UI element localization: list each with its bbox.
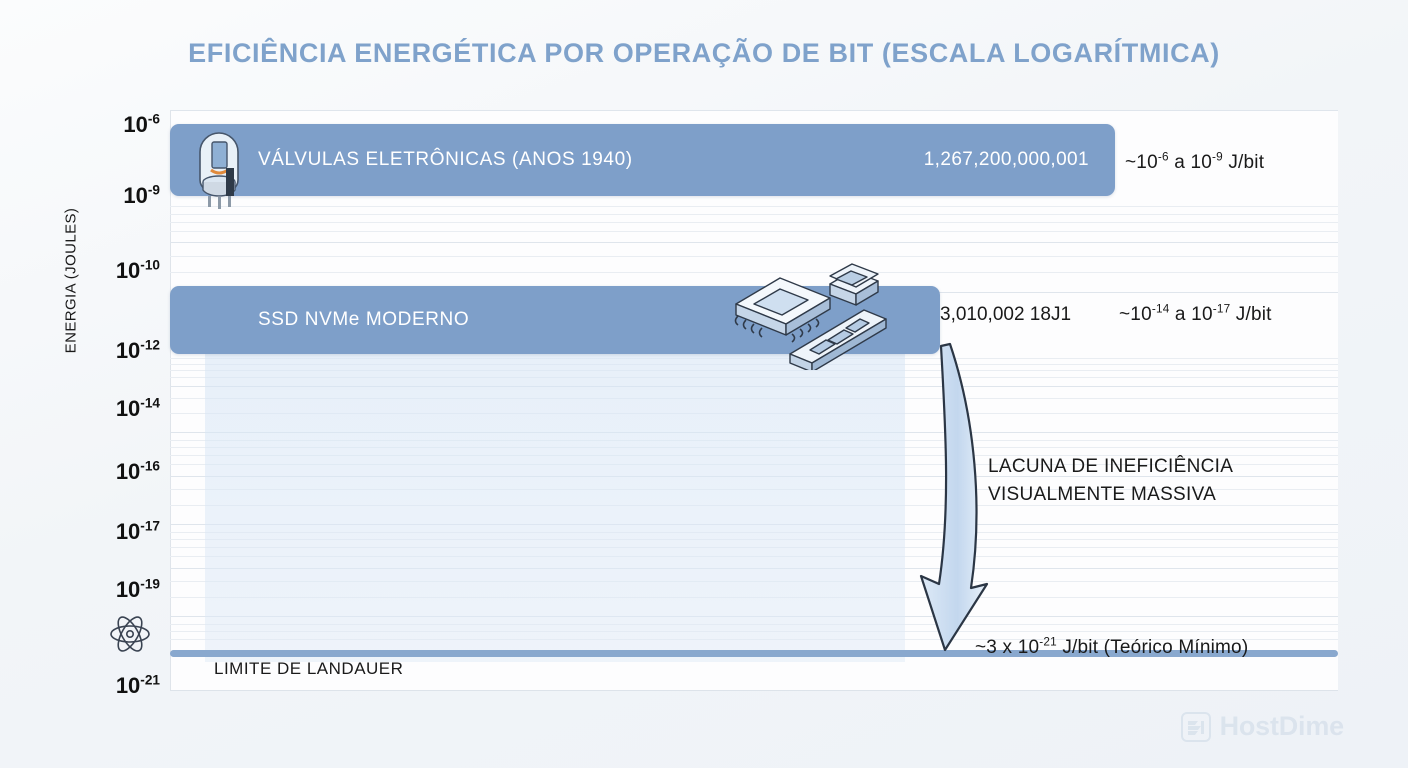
ssd-range-note: ~10-14 a 10-17 J/bit [1119,302,1272,326]
y-tick-3: 10-10 [115,257,160,283]
valves-note-exp1: -6 [1157,150,1169,164]
y-tick-7: 10-17 [115,518,160,544]
curved-down-arrow-icon [919,342,989,652]
valves-note-suffix: J/bit [1222,152,1265,173]
y-tick-1-exp: -6 [147,111,160,127]
y-tick-2-exp: -9 [147,182,160,198]
y-tick-3-exp: -10 [140,257,160,273]
y-tick-8-exp: -19 [140,576,160,592]
landauer-value-note: ~3 x 10-21 J/bit (Teórico Mínimo) [975,635,1249,659]
bar-valvulas-value: 1,267,200,000,001 [923,149,1089,170]
gap-annotation: LACUNA DE INEFICIÊNCIA VISUALMENTE MASSI… [988,453,1233,509]
valves-note-mid: a 10 [1168,152,1212,173]
landauer-limit-line [170,650,1338,657]
valves-range-note: ~10-6 a 10-9 J/bit [1125,150,1265,174]
gap-annotation-line2: VISUALMENTE MASSIVA [988,484,1217,505]
y-tick-6-exp: -16 [140,458,160,474]
y-tick-7-exp: -17 [140,518,160,534]
chart-baseline [170,690,1338,691]
valves-note-prefix: ~10 [1125,152,1158,173]
ssd-note-exp1: -14 [1151,302,1170,316]
atom-icon [110,616,150,652]
bar-ssd-value: 3,010,002 18J1 [940,304,1072,325]
landauer-note-suffix: J/bit (Teórico Mínimo) [1056,637,1249,658]
y-tick-9-exp: -21 [140,672,160,688]
landauer-limit-label: LIMITE DE LANDAUER [214,659,404,678]
y-tick-9: 10-21 [115,672,160,698]
bar-ssd-label: SSD NVMe MODERNO [258,309,470,330]
ssd-note-prefix: ~10 [1119,304,1152,325]
inefficiency-gap-shade [205,354,905,662]
landauer-note-prefix: ~3 x 10 [975,637,1040,658]
y-tick-8: 10-19 [115,576,160,602]
ssd-note-mid: a 10 [1169,304,1213,325]
page-title: EFICIÊNCIA ENERGÉTICA POR OPERAÇÃO DE BI… [188,38,1220,68]
gap-annotation-line1: LACUNA DE INEFICIÊNCIA [988,456,1234,477]
y-tick-4: 10-12 [115,337,160,363]
landauer-note-exp: -21 [1039,635,1057,649]
bar-valvulas-label: VÁLVULAS ELETRÔNICAS (ANOS 1940) [258,149,633,170]
y-tick-5-exp: -14 [140,395,160,411]
footer-logo-text: HostDime [1219,711,1345,741]
y-tick-4-exp: -12 [140,337,160,353]
hostdime-logo-icon [1180,711,1211,742]
chart-plot-area: VÁLVULAS ELETRÔNICAS (ANOS 1940) 1,267,2… [170,110,1338,690]
bar-valvulas-eletronicas[interactable]: VÁLVULAS ELETRÔNICAS (ANOS 1940) 1,267,2… [170,124,1115,196]
y-tick-1: 10-6 [123,111,160,137]
y-tick-6: 10-16 [115,458,160,484]
ssd-chip-icon [734,263,887,370]
valves-note-exp2: -9 [1211,150,1223,164]
footer-logo: HostDime [1180,711,1345,742]
ssd-note-exp2: -17 [1212,302,1231,316]
vacuum-tube-icon [199,132,239,209]
y-tick-2: 10-9 [123,182,160,208]
ssd-note-suffix: J/bit [1230,304,1272,325]
y-tick-5: 10-14 [115,395,160,421]
y-axis-tick-labels: 10-6 10-9 10-10 10-12 10-14 10-16 10-17 … [60,0,160,768]
